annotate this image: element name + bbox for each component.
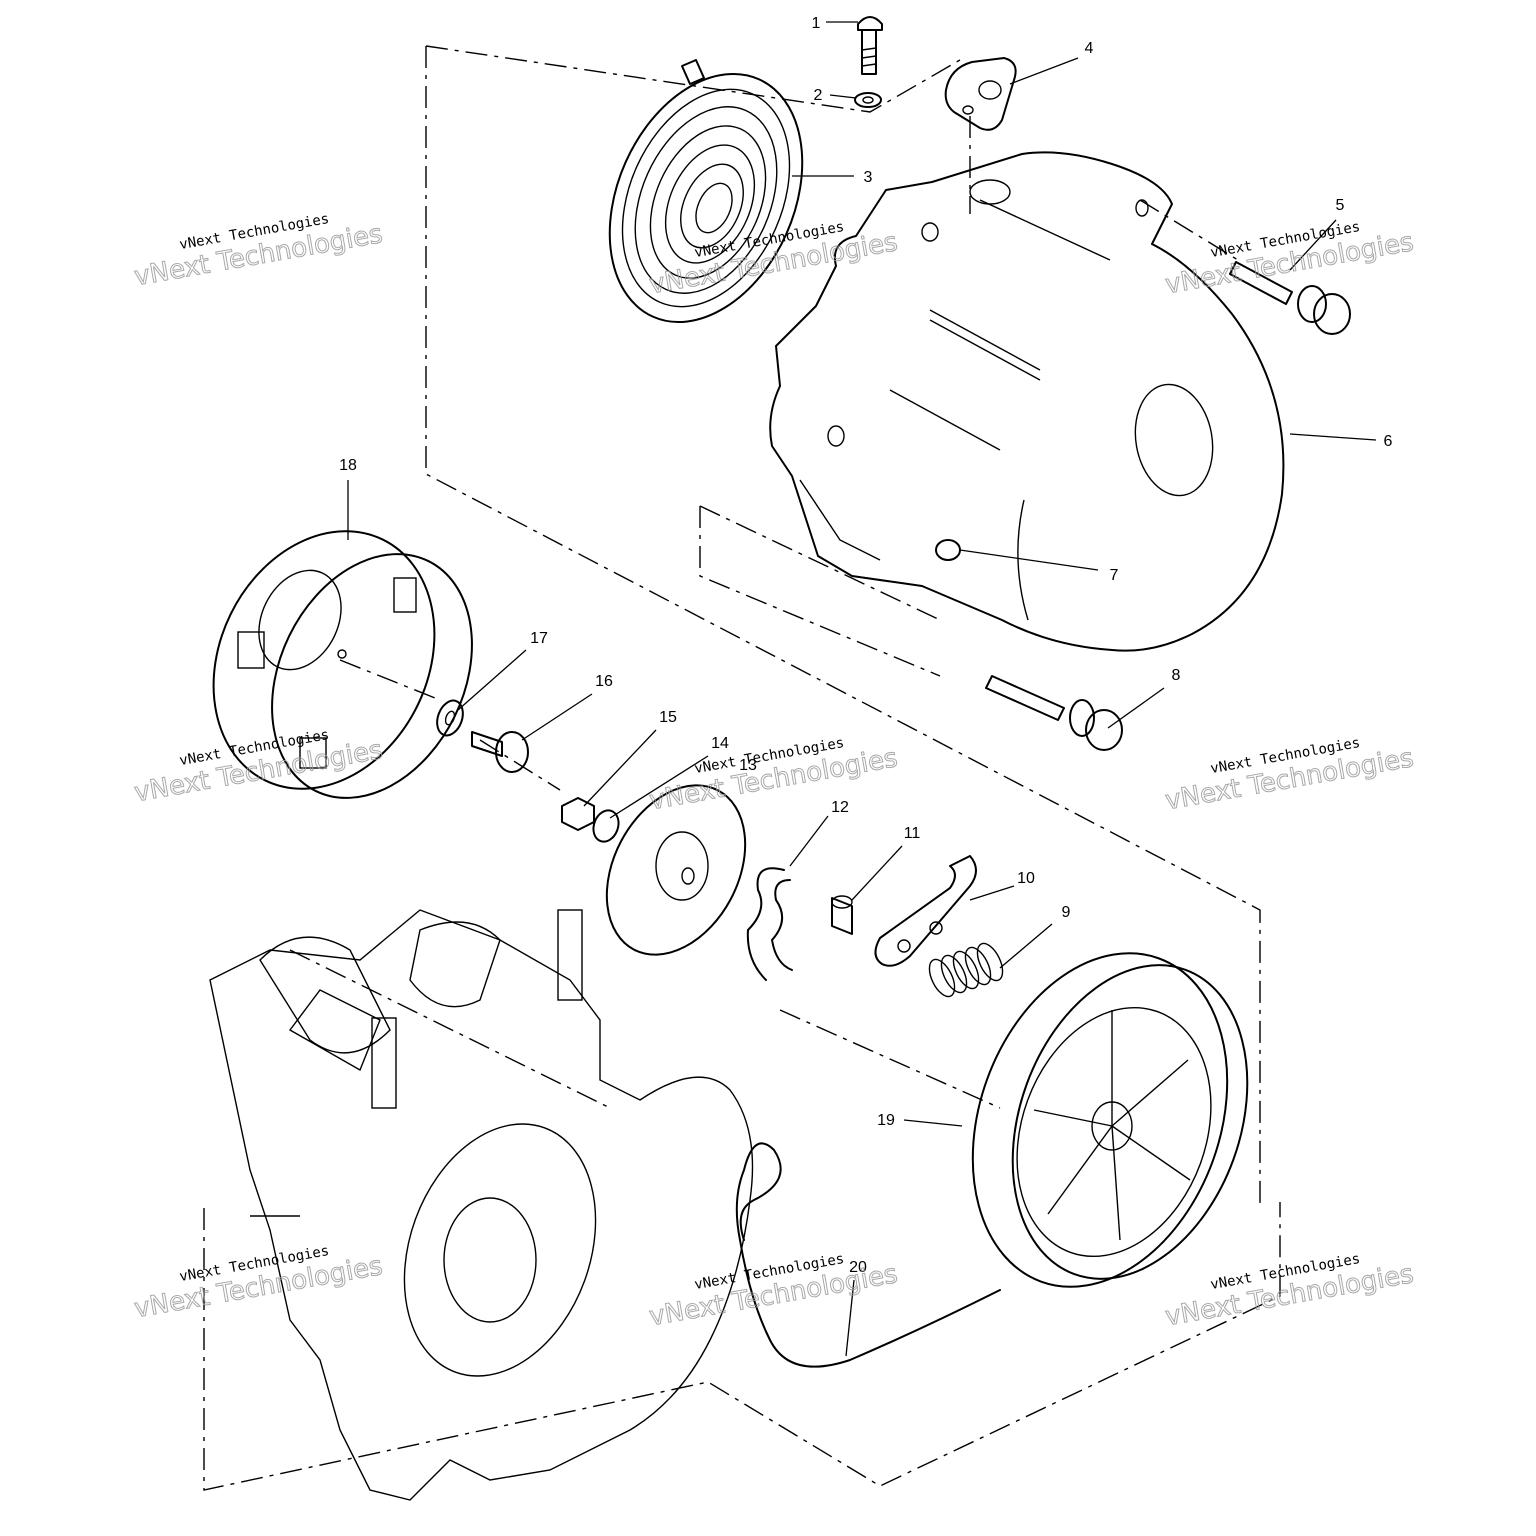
part-7-plug xyxy=(935,539,961,561)
callout-9: 9 xyxy=(1062,904,1071,921)
part-9-spring xyxy=(928,942,1004,998)
callout-1: 1 xyxy=(812,15,821,32)
callout-14: 14 xyxy=(711,735,729,752)
callout-12: 12 xyxy=(831,799,849,816)
callout-20: 20 xyxy=(849,1259,867,1276)
part-16-bolt xyxy=(471,731,529,773)
callout-5: 5 xyxy=(1336,197,1345,214)
part-10-pawl xyxy=(874,855,977,967)
part-12-clip xyxy=(746,867,793,981)
callout-16: 16 xyxy=(595,673,613,690)
callout-8: 8 xyxy=(1172,667,1181,684)
part-5-bolt xyxy=(1229,261,1351,335)
part-8-bolt xyxy=(985,675,1123,751)
leader-lines xyxy=(347,21,1377,1357)
callout-19: 19 xyxy=(877,1112,895,1129)
part-1-screw xyxy=(857,16,883,75)
crankcase xyxy=(209,909,754,1501)
part-6-recoil-housing xyxy=(769,151,1285,652)
callout-6: 6 xyxy=(1384,433,1393,450)
callout-11: 11 xyxy=(904,825,921,842)
part-4-rope-guide xyxy=(944,57,1017,131)
callout-18: 18 xyxy=(339,457,357,474)
callout-7: 7 xyxy=(1110,567,1119,584)
part-20-starter-rope xyxy=(735,1142,1001,1368)
part-2-washer xyxy=(854,92,882,108)
callout-13: 13 xyxy=(739,757,757,774)
part-3-recoil-spring xyxy=(608,59,804,324)
part-13-friction-plate xyxy=(605,784,747,956)
callout-10: 10 xyxy=(1017,870,1035,887)
part-17-washer xyxy=(436,699,464,737)
part-14-washer xyxy=(592,809,620,843)
assembly-boundary-lines xyxy=(203,45,1281,1491)
part-15-nut xyxy=(561,797,595,831)
part-19-pulley xyxy=(971,952,1249,1288)
part-11-bushing xyxy=(831,895,853,935)
callout-4: 4 xyxy=(1085,40,1094,57)
callout-3: 3 xyxy=(864,169,873,186)
callout-2: 2 xyxy=(814,87,823,104)
callout-15: 15 xyxy=(659,709,677,726)
callout-17: 17 xyxy=(530,630,548,647)
